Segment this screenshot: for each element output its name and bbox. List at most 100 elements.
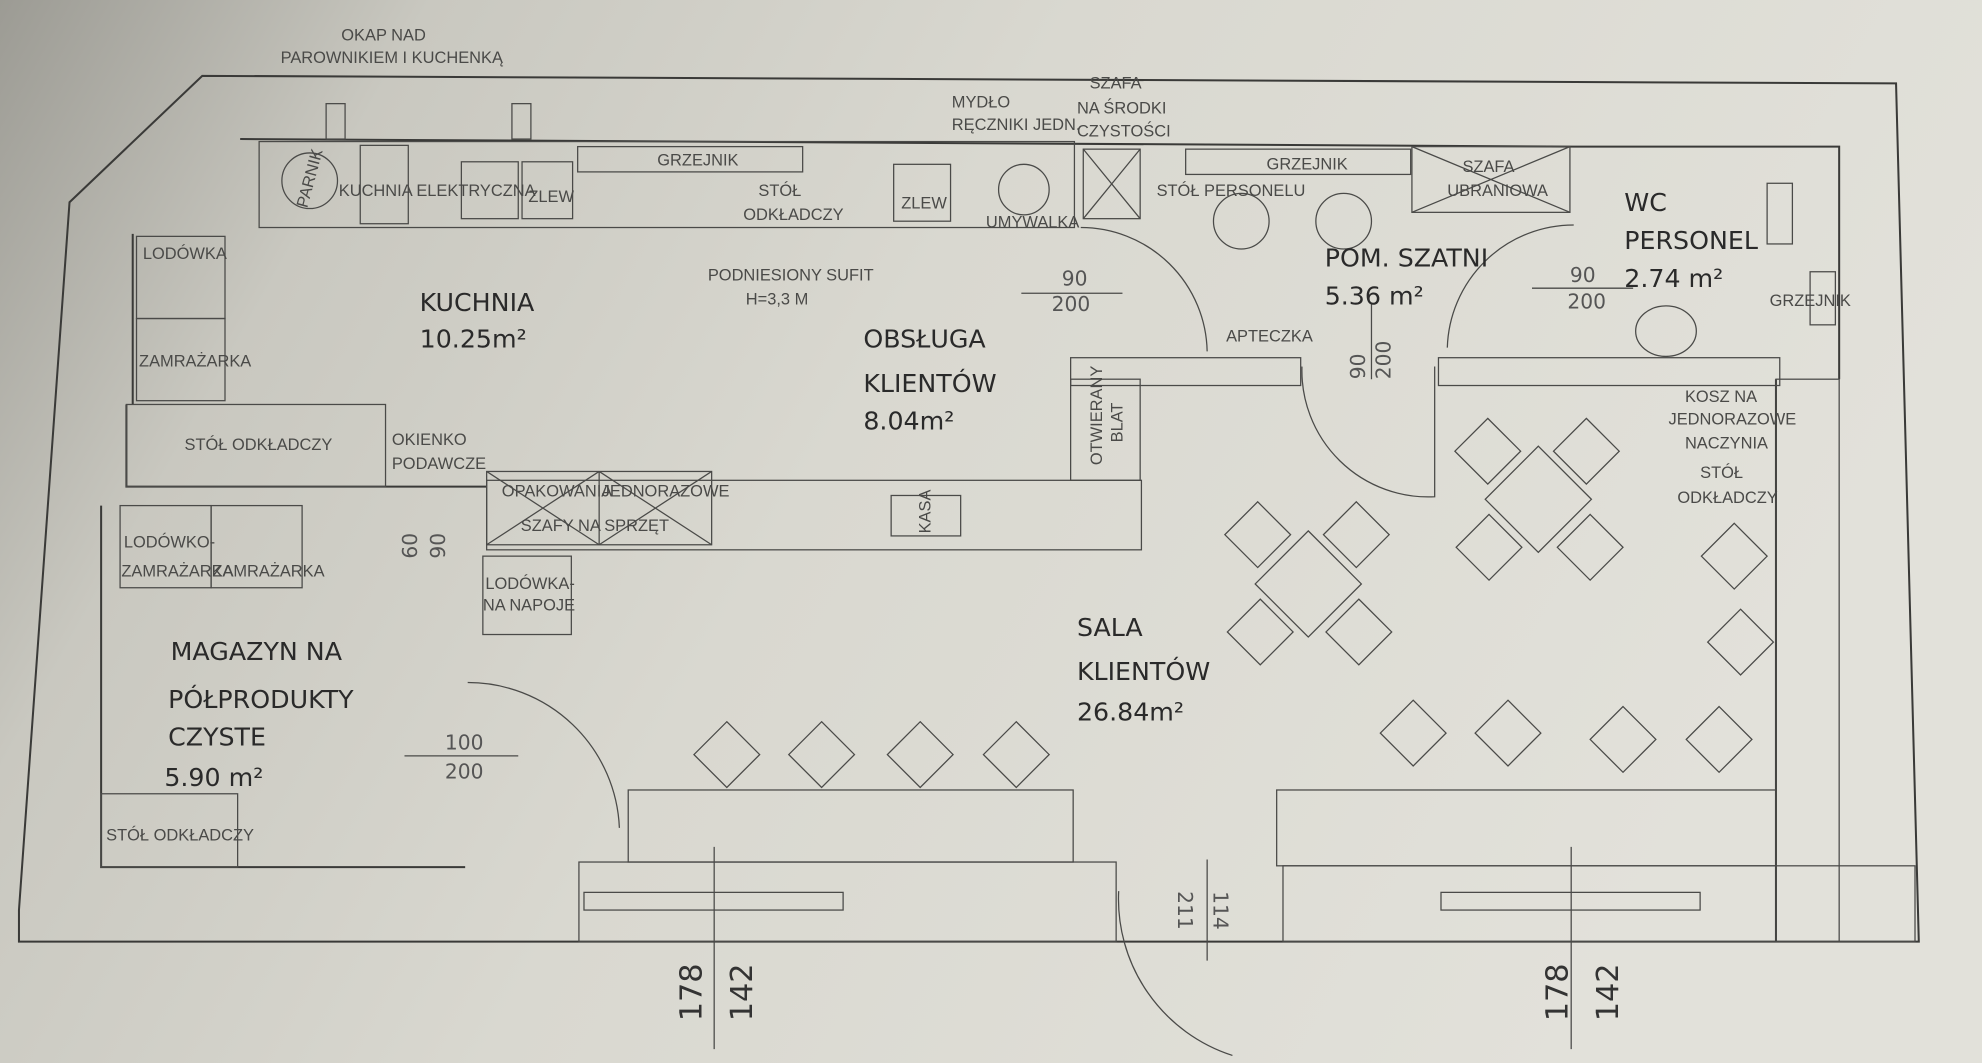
label-otwierany-2: BLAT [1108,403,1126,443]
label-mydlo-2: RĘCZNIKI JEDN. [952,116,1081,134]
room-obsluga-name1: OBSŁUGA [863,325,986,354]
label-kosz-4: STÓŁ [1700,463,1743,482]
label-okap-2: PAROWNIKIEM I KUCHENKĄ [281,49,504,67]
label-szafa-ubr-2: UBRANIOWA [1447,182,1548,200]
dim-door-3-width: 90 [1346,353,1370,379]
outer-wall [17,74,1920,943]
toilet-icon [1766,182,1794,245]
dim-door-4-width: 100 [445,731,484,755]
room-sala-name1: SALA [1077,613,1143,642]
label-apteczka: APTECZKA [1226,327,1313,345]
label-stol-odk-2: STÓŁ ODKŁADCZY [185,435,333,454]
door-obsluga [1080,226,1208,352]
cleaning-cabinet [1082,148,1141,220]
chair-icon [1685,705,1753,774]
room-szatnia-name: POM. SZATNI [1325,244,1488,273]
room-obsluga-area: 8.04m² [863,407,954,436]
label-umywalka: UMYWALKA [986,214,1079,232]
tables-group [693,417,1775,789]
label-mydlo-1: MYDŁO [952,93,1010,111]
dim-window-right-height: 142 [1591,963,1626,1021]
label-kosz-3: NACZYNIA [1685,435,1768,453]
freezer-2 [210,504,303,589]
apteczka-box [1070,357,1302,387]
label-kasa: KASA [916,490,934,534]
radiator-3 [1809,271,1837,326]
dish-rack-icon [460,161,519,220]
sink-icon-2 [893,163,952,222]
room-magazyn-name2: PÓŁPRODUKTY [168,684,354,714]
label-lodowka-nap-1: LODÓWKA- [485,574,574,593]
label-szafa-1: SZAFA [1090,74,1142,92]
room-wc-area: 2.74 m² [1624,264,1723,293]
chair-icon [1706,608,1775,676]
chair-icon [1552,417,1621,485]
dim-window-right-width: 178 [1540,963,1575,1021]
chair-icon [1322,500,1391,569]
chair-icon [1455,513,1523,582]
label-grzejnik-1: GRZEJNIK [657,152,738,170]
room-sala-name2: KLIENTÓW [1077,656,1210,686]
label-stol-odk-1b: ODKŁADCZY [743,206,843,224]
dim-window-left-width: 178 [675,963,710,1021]
radiator-2 [1185,148,1412,176]
label-podniesiony-1: PODNIESIONY SUFIT [708,267,874,285]
stove-icon [359,144,409,225]
dim-door-1-height: 200 [1052,292,1091,316]
dim-window-width: 60 [398,533,422,559]
label-jedn-1: JEDNORAZOWE [602,483,730,501]
table-icon [1254,529,1363,638]
dim-entrance-height: 211 [1173,891,1197,930]
label-lodowko-1: LODÓWKO- [124,532,215,551]
label-stol-personelu: STÓŁ PERSONELU [1157,181,1306,200]
room-kuchnia-name: KUCHNIA [420,288,535,317]
dim-door-2-width: 90 [1570,263,1596,287]
room-magazyn-area: 5.90 m² [164,763,263,792]
label-jedn-2: SPRZĘT [604,517,669,535]
okap-duct-1 [325,103,346,140]
chair-icon [1589,705,1657,774]
label-opak-2: SZAFY NA [521,517,601,535]
room-sala-area: 26.84m² [1077,697,1184,726]
label-kuchnia-el: KUCHNIA ELEKTRYCZNA [339,182,536,200]
chair-icon [1226,598,1294,666]
label-okienko-2: PODAWCZE [392,455,486,473]
okap-duct-2 [511,103,532,140]
chair-icon [693,720,761,789]
wc-counter [1437,357,1781,387]
dim-door-1-width: 90 [1062,267,1088,291]
label-opak-1: OPAKOWANIA [502,483,612,501]
label-grzejnik-3: GRZEJNIK [1770,292,1851,310]
chair-icon [1379,699,1447,767]
room-szatnia-area: 5.36 m² [1325,282,1424,311]
chair-icon [1325,598,1393,666]
label-kosz-1: KOSZ NA [1685,388,1757,406]
window-sill-left [578,861,1117,943]
door-magazyn [467,681,621,828]
dim-door-2-height: 200 [1567,289,1606,313]
chair-icon-1 [1212,192,1270,250]
chair-icon-2 [1315,192,1373,250]
table-icon [1484,445,1593,554]
dim-door-4-height: 200 [445,760,484,784]
label-zlew-1: ZLEW [528,188,574,206]
chair-icon [982,720,1051,789]
storage-table [100,793,239,868]
prep-table [125,403,387,488]
room-wc-name2: PERSONEL [1624,226,1758,255]
dim-window-height: 90 [426,533,450,559]
label-okienko-1: OKIENKO [392,431,467,449]
label-szafa-3: CZYSTOŚCI [1077,122,1171,141]
window-sill-right [1282,865,1916,943]
label-szafa-ubr-1: SZAFA [1462,158,1514,176]
door-entrance [1117,891,1233,1057]
label-zamrazarka-2: ZAMRAŻARKA [212,561,324,580]
room-magazyn-name3: CZYSTE [168,723,266,752]
label-lodowko-2: ZAMRAŻARKA [121,561,233,580]
room-obsluga-name2: KLIENTÓW [863,368,996,398]
freezer [135,317,226,402]
cash-register [890,494,962,537]
label-otwierany-1: OTWIERANY [1088,366,1106,465]
